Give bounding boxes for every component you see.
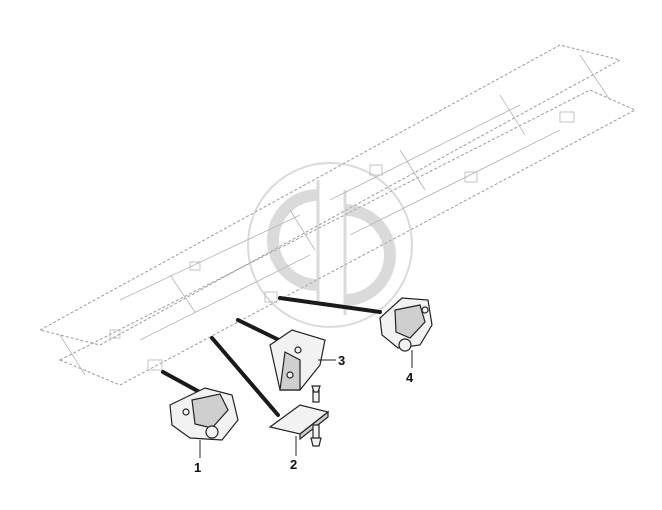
engine-mount-right xyxy=(379,297,433,352)
circular-logo-watermark xyxy=(247,162,413,328)
callout-leaders xyxy=(199,350,413,458)
vertical-bracket xyxy=(269,329,326,391)
bracket-plate xyxy=(268,385,330,447)
chassis-frame xyxy=(38,44,637,386)
engine-mount-left xyxy=(169,387,239,441)
callout-4: 4 xyxy=(406,370,414,385)
callout-2: 2 xyxy=(290,457,297,472)
callout-3: 3 xyxy=(338,353,345,368)
callout-1: 1 xyxy=(194,460,201,475)
